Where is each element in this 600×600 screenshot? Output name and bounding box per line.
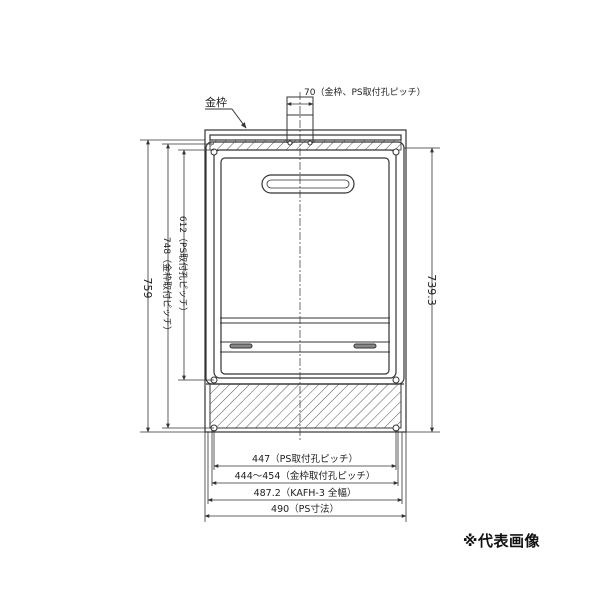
left-dimensions (140, 139, 214, 433)
bottom-dimensions (204, 430, 407, 522)
dim-490-label: 490（PS寸法） (271, 503, 339, 515)
lower-panel (220, 317, 390, 353)
top-bracket (286, 92, 314, 440)
bottom-hatch-area (209, 383, 402, 429)
frame-label: 金枠 (205, 95, 227, 109)
frame-leader (205, 108, 247, 129)
dim-739-label: 739.3 (425, 274, 438, 306)
mount-holes (210, 140, 400, 432)
dim-487-label: 487.2（KAFH-3 全幅） (254, 487, 357, 499)
dim-612-label: 612（PS取付孔ピッチ） (177, 216, 188, 316)
dim-748-label: 748（金枠取付ピッチ） (161, 237, 173, 335)
dim-447-label: 447（PS取付孔ピッチ） (252, 453, 358, 465)
dim-444-label: 444～454（金枠取付孔ピッチ） (235, 470, 376, 482)
pitch-70-label: 70（金枠、PS取付孔ピッチ） (304, 86, 426, 98)
representative-image-note: ※代表画像 (462, 532, 540, 550)
handle-slot (261, 174, 355, 194)
dim-759-label: 759 (141, 278, 154, 299)
right-dimension (404, 147, 440, 433)
